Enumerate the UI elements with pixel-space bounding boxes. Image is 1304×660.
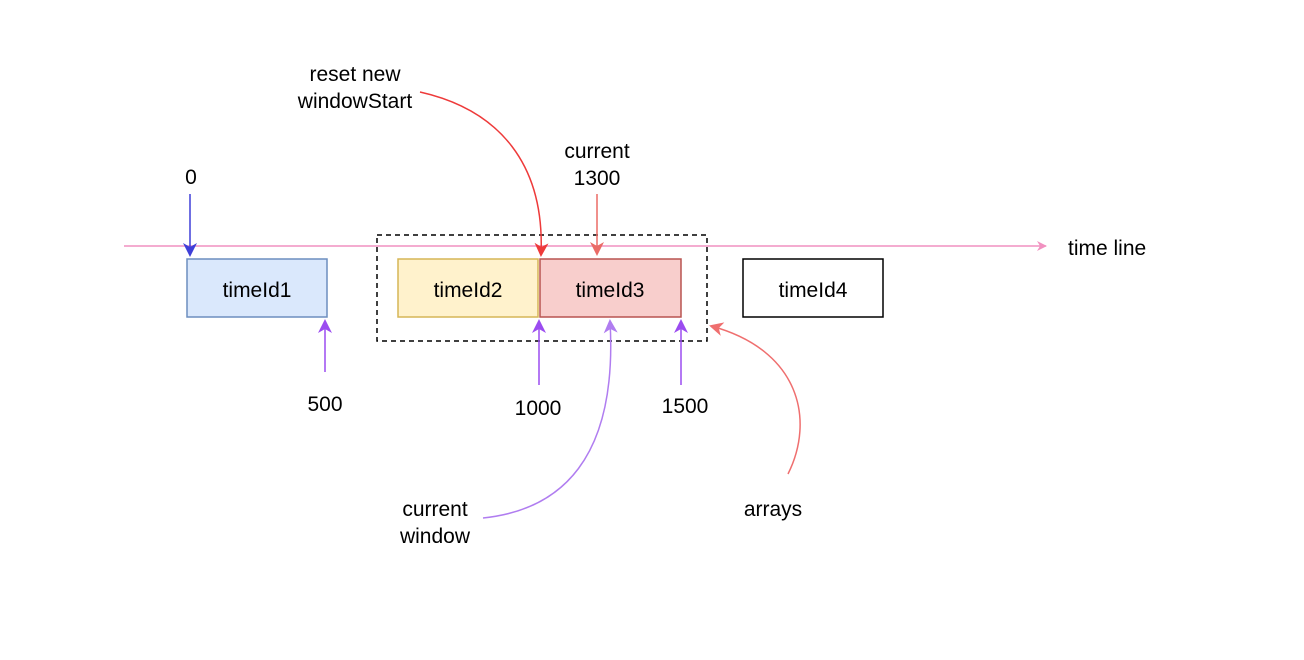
marker-500-label: 500 [307,393,342,416]
block-timeid1-label: timeId1 [223,279,292,302]
current-window-arrow [482,319,618,519]
current-annotation-line1: current [564,140,630,163]
block-timeid4-label: timeId4 [779,279,848,302]
marker-zero-label: 0 [185,166,197,189]
current-window-line2: window [399,525,471,548]
block-timeid1: timeId1 [186,258,328,318]
current-annotation-line2: 1300 [574,167,621,190]
current-window-line1: current [402,498,468,521]
timeline-label: time line [1068,237,1146,260]
block-timeid3-label: timeId3 [576,279,645,302]
block-timeid2: timeId2 [397,258,539,318]
reset-annotation-arrow [419,91,549,257]
marker-1000-label: 1000 [515,397,562,420]
block-timeid3: timeId3 [539,258,682,318]
reset-annotation-line1: reset new [309,63,401,86]
marker-1500-label: 1500 [662,395,709,418]
window-boundary [376,234,708,342]
arrays-arrow [709,322,801,475]
block-timeid4: timeId4 [742,258,884,318]
block-timeid2-label: timeId2 [434,279,503,302]
arrays-annotation: arrays [744,498,802,521]
reset-annotation-line2: windowStart [297,90,413,113]
